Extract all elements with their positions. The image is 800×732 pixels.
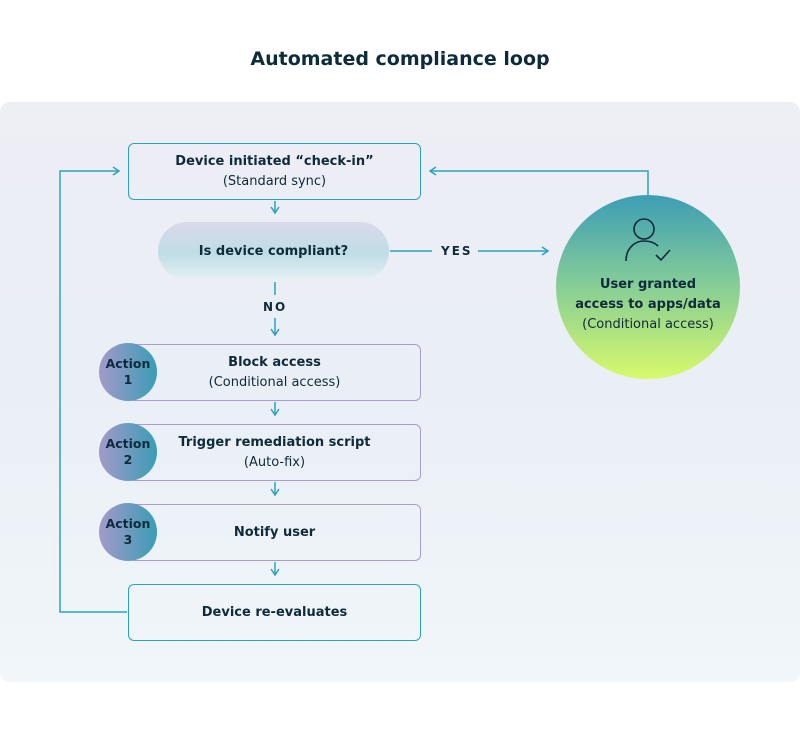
action-3-box: Notify user xyxy=(128,504,421,561)
loop-back-arrow xyxy=(59,166,127,613)
reevaluate-title: Device re-evaluates xyxy=(201,604,348,620)
granted-sub: (Conditional access) xyxy=(582,317,714,332)
action-1-sub: (Conditional access) xyxy=(208,374,341,390)
action-3-title: Notify user xyxy=(233,524,316,540)
action-2-title: Trigger remediation script xyxy=(178,434,371,450)
checkin-box: Device initiated “check-in” (Standard sy… xyxy=(128,143,421,200)
decision-pill: Is device compliant? xyxy=(158,222,389,280)
badge-number: 3 xyxy=(123,532,133,547)
user-check-icon xyxy=(625,218,671,262)
granted-line1: User granted xyxy=(599,277,697,292)
badge-label: Action xyxy=(105,516,151,531)
arrow-granted-to-checkin xyxy=(428,166,649,195)
reevaluate-box: Device re-evaluates xyxy=(128,584,421,641)
action-1-title: Block access xyxy=(228,354,321,370)
granted-line2: access to apps/data xyxy=(575,297,721,312)
checkin-title: Device initiated “check-in” xyxy=(175,153,374,169)
access-granted-circle: User granted access to apps/data (Condit… xyxy=(556,195,740,379)
badge-label: Action xyxy=(105,436,151,451)
checkin-sub: (Standard sync) xyxy=(222,173,327,189)
badge-number: 2 xyxy=(123,452,133,467)
badge-number: 1 xyxy=(123,372,133,387)
action-2-box: Trigger remediation script (Auto-fix) xyxy=(128,424,421,481)
no-label: NO xyxy=(263,300,288,314)
yes-label: YES xyxy=(441,244,473,258)
badge-label: Action xyxy=(105,356,151,371)
action-1-box: Block access (Conditional access) xyxy=(128,344,421,401)
diagram-title: Automated compliance loop xyxy=(250,48,550,70)
action-2-sub: (Auto-fix) xyxy=(243,454,306,470)
